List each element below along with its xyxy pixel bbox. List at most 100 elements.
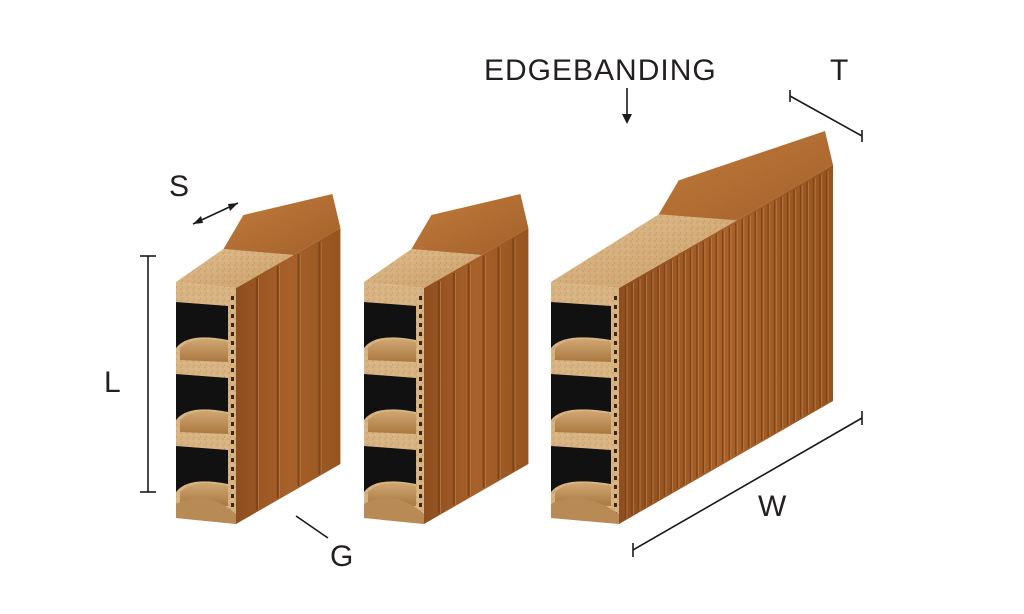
edgebanding-block	[223, 194, 341, 255]
joint-dot	[614, 503, 617, 507]
w-label: W	[758, 490, 787, 523]
joint-dot	[231, 467, 234, 471]
w-dimension-line	[632, 417, 863, 551]
panel-2	[364, 194, 529, 524]
joint-dot	[231, 431, 234, 435]
t-dimension-line	[789, 95, 863, 137]
l-label: L	[104, 366, 122, 399]
panels-group	[176, 131, 834, 524]
joint-dot	[419, 467, 422, 471]
joint-dot	[231, 404, 234, 408]
slat-face	[424, 228, 529, 524]
slot-shelf	[555, 339, 611, 362]
joint-dot	[614, 476, 617, 480]
joint-dot	[231, 341, 234, 345]
joint-dot	[614, 494, 617, 498]
s-arrowhead-left	[193, 216, 203, 224]
panel-1	[176, 194, 341, 524]
joint-dot	[419, 503, 422, 507]
joint-dot	[419, 476, 422, 480]
joint-dot	[614, 341, 617, 345]
joint-dot	[231, 422, 234, 426]
joint-dot	[614, 377, 617, 381]
joint-dot	[614, 323, 617, 327]
joint-dot	[419, 413, 422, 417]
g-leader-line	[295, 515, 329, 539]
slat-face	[236, 228, 341, 524]
joint-dot	[614, 332, 617, 336]
joint-dot	[231, 494, 234, 498]
joint-dot	[419, 368, 422, 372]
joint-dot	[419, 350, 422, 354]
joint-dot	[419, 296, 422, 300]
joint-dot	[614, 368, 617, 372]
joint-dot	[231, 440, 234, 444]
s-arrowhead-right	[228, 203, 238, 211]
chipboard-texture	[176, 249, 294, 288]
joint-dot	[231, 458, 234, 462]
slot-shelf	[180, 339, 228, 362]
slot-shelf	[368, 411, 416, 434]
chipboard-texture	[551, 214, 737, 288]
joint-dot	[614, 314, 617, 318]
joint-dot	[419, 305, 422, 309]
slot-cavity	[551, 374, 611, 420]
g-label: G	[330, 540, 354, 573]
slot-cavity	[176, 302, 228, 348]
joint-dot	[419, 440, 422, 444]
dimension-edgebanding: EDGEBANDING	[484, 54, 717, 124]
joint-dot	[231, 503, 234, 507]
slot-cavity	[364, 446, 416, 492]
joint-dot	[419, 377, 422, 381]
dimension-t: T	[789, 54, 863, 142]
edgebanding-label: EDGEBANDING	[484, 54, 717, 87]
slot-shelf	[368, 339, 416, 362]
joint-dot	[419, 323, 422, 327]
slot-cavity	[551, 302, 611, 348]
joint-dot	[419, 395, 422, 399]
joint-dot	[419, 458, 422, 462]
joint-dot	[419, 431, 422, 435]
joint-dot	[231, 377, 234, 381]
joint-dot	[419, 485, 422, 489]
dimension-w: W	[632, 411, 863, 557]
edgebanding-block	[411, 194, 529, 255]
joint-dot	[231, 305, 234, 309]
joint-dot	[231, 395, 234, 399]
joint-dot	[614, 359, 617, 363]
joint-dot	[614, 404, 617, 408]
joint-dot	[419, 341, 422, 345]
dimension-s: S	[169, 170, 239, 225]
dimension-g: G	[295, 515, 354, 573]
joint-dot	[231, 485, 234, 489]
panel-foot	[176, 497, 236, 524]
joint-dot	[614, 305, 617, 309]
joint-dot	[419, 449, 422, 453]
joint-dot	[614, 386, 617, 390]
joint-dot	[231, 449, 234, 453]
edgebanding-arrowhead	[622, 114, 632, 124]
joint-dot	[231, 332, 234, 336]
joint-dot	[614, 413, 617, 417]
slot-cavity	[551, 446, 611, 492]
slot-cavity	[176, 446, 228, 492]
joint-dot	[614, 449, 617, 453]
panel-3	[551, 131, 834, 524]
joint-dot	[419, 314, 422, 318]
joint-dot	[231, 413, 234, 417]
joint-dot	[614, 422, 617, 426]
joint-dot	[231, 476, 234, 480]
joint-dot	[231, 386, 234, 390]
joint-dot	[419, 332, 422, 336]
joint-dot	[614, 458, 617, 462]
joint-dot	[419, 404, 422, 408]
joint-dot	[614, 485, 617, 489]
s-label: S	[169, 170, 190, 203]
joint-dot	[419, 422, 422, 426]
slot-shelf	[180, 411, 228, 434]
panel-foot	[551, 497, 619, 524]
t-label: T	[830, 54, 849, 87]
joint-dot	[231, 314, 234, 318]
